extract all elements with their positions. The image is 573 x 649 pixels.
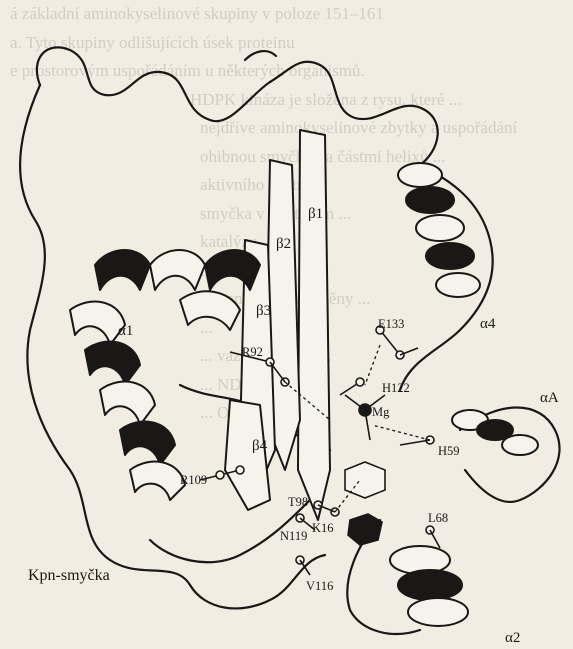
hbond-e133 [365,345,380,385]
label-l68: L68 [428,511,448,525]
l68-chain [426,526,440,548]
label-e133: E133 [378,317,404,331]
label-beta3: β3 [256,303,271,319]
label-alphaA: αA [540,390,559,406]
label-t98: T98 [288,495,308,509]
label-alpha3: α3 [226,263,241,279]
label-r109: R109 [180,473,207,487]
label-h59: H59 [438,444,460,458]
coil-lower-left [110,555,325,608]
alphaA-helix [452,410,538,455]
hbond-h59 [372,425,430,440]
label-alpha4: α4 [480,316,496,332]
label-beta1: β1 [308,206,323,222]
label-k16: K16 [312,521,334,535]
nucleotide-ring [345,462,385,545]
alpha4-helix [398,163,480,297]
label-mg: Mg [372,405,390,419]
beta1-strand [298,130,330,520]
label-beta4: β4 [252,438,268,454]
h59-chain [400,436,434,445]
coil-top-left [37,47,270,121]
label-v116: V116 [306,579,333,593]
coil-top-right [270,62,438,165]
v116-chain [296,556,310,575]
label-alpha1: α1 [118,323,133,339]
label-f64: F64 [424,571,444,585]
coil-small-top [245,51,276,60]
alpha2-helix [390,546,468,626]
label-alpha2: α2 [505,630,520,646]
label-n119: N119 [280,529,307,543]
label-h122: H122 [382,381,410,395]
label-kpn-loop: Kpn-smyčka [28,567,110,584]
h122-chain [340,378,364,395]
label-r92: R92 [242,345,263,359]
label-beta2: β2 [276,236,291,252]
